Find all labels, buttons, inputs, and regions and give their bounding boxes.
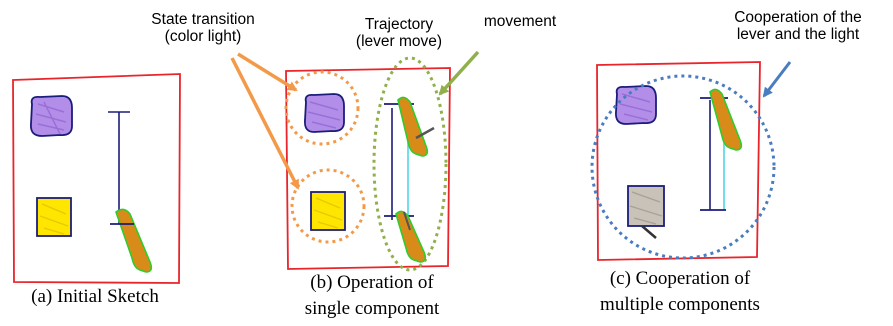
label-state-transition-line1: State transition <box>151 11 255 28</box>
label-cooperation-line1: Cooperation of the <box>734 9 862 26</box>
arrow-to-cooperation <box>762 61 792 98</box>
annotation-arrows <box>230 50 792 190</box>
panel-b-sketch <box>284 56 451 272</box>
label-movement: movement <box>483 13 557 30</box>
caption-b: (b) Operation of single component <box>282 270 462 322</box>
lever-handle-bottom <box>395 210 427 263</box>
frame-b <box>285 67 451 270</box>
label-cooperation-line2: lever and the light <box>736 26 860 43</box>
label-trajectory-line1: Trajectory <box>364 16 434 33</box>
label-trajectory: Trajectory (lever move) <box>324 16 474 50</box>
panel-c-sketch <box>590 61 776 261</box>
arrow-to-bottom-light <box>230 57 300 190</box>
label-state-transition-line2: (color light) <box>164 28 242 45</box>
panel-a-sketch <box>12 73 181 284</box>
state-circle-bottom <box>290 168 366 244</box>
caption-c-line2: multiple components <box>600 294 760 315</box>
arrow-to-trajectory <box>438 50 480 96</box>
caption-b-line2: single component <box>304 298 440 319</box>
arrow-to-top-light <box>237 52 298 92</box>
lever-track-a <box>108 111 130 224</box>
lever-handle-top <box>397 96 429 157</box>
caption-a: (a) Initial Sketch <box>31 286 159 307</box>
label-cooperation: Cooperation of the lever and the light <box>705 9 891 43</box>
caption-c-line1: (c) Cooperation of <box>609 268 751 289</box>
lever-handle-a <box>115 208 153 273</box>
lever-handle-c <box>709 88 743 151</box>
caption-b-line1: (b) Operation of <box>310 272 434 293</box>
cooperation-ellipse <box>590 74 776 260</box>
label-state-transition: State transition (color light) <box>118 11 288 45</box>
frame-c <box>596 61 761 261</box>
label-trajectory-line2: (lever move) <box>355 33 443 50</box>
caption-c: (c) Cooperation of multiple components <box>570 266 790 318</box>
frame-a <box>12 73 181 284</box>
trajectory-ellipse <box>372 56 448 272</box>
state-circle-top <box>284 70 360 146</box>
